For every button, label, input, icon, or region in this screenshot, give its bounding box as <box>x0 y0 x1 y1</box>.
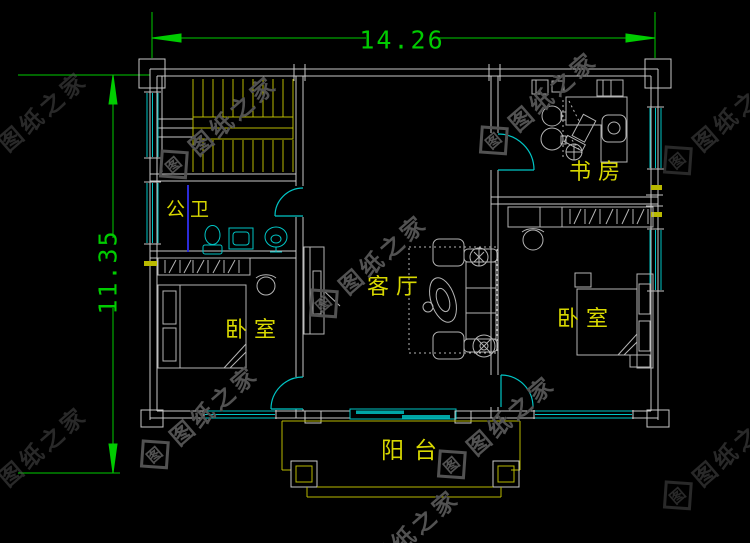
bedroom-left-furniture <box>157 257 277 369</box>
sofa-set <box>432 238 498 360</box>
outer-walls <box>138 58 672 428</box>
stair-treads-upper <box>192 79 294 117</box>
ball-chair-2 <box>540 127 567 151</box>
window-bottom-left <box>203 410 277 419</box>
tv-cabinet <box>303 246 341 335</box>
sofa-carpet <box>408 246 498 354</box>
label-bedroom-left: 卧室 <box>224 318 284 343</box>
coffee-table <box>422 277 457 323</box>
bedroom-right-furniture <box>507 206 654 369</box>
door-bathroom <box>274 187 304 217</box>
label-balcony: 阳台 <box>381 438 447 464</box>
bed-right <box>574 272 654 369</box>
windows <box>144 91 664 419</box>
study-shelf <box>531 79 624 97</box>
interior-walls <box>150 76 658 418</box>
label-bathroom: 公卫 <box>165 198 215 221</box>
ball-chair-1 <box>541 105 567 127</box>
plant <box>469 247 489 267</box>
stair-landing <box>192 116 294 140</box>
wardrobe-right <box>507 206 654 228</box>
window-bottom-right <box>533 410 634 419</box>
study-furniture <box>531 79 628 163</box>
label-living-room: 客厅 <box>366 275 426 300</box>
wardrobe-left <box>157 257 251 276</box>
chair-left-bedroom <box>255 274 277 296</box>
label-study: 书房 <box>568 160 628 185</box>
window-right-upper <box>647 106 664 170</box>
label-bedroom-right: 卧室 <box>556 307 616 332</box>
wash-basin <box>264 226 288 253</box>
bathroom-fixtures <box>187 185 288 255</box>
door-study <box>497 133 535 171</box>
chair-right-bedroom <box>521 228 545 251</box>
door-bedroom-right <box>500 374 534 408</box>
round-table <box>472 334 496 358</box>
balcony-column-left <box>290 460 318 488</box>
door-bedroom-left <box>270 376 304 410</box>
top-dimension <box>151 12 656 58</box>
window-left-upper <box>144 91 161 159</box>
balcony-structure <box>281 420 521 498</box>
toilet <box>202 225 223 255</box>
computer-monitor <box>563 113 597 152</box>
wall-ticks <box>144 185 662 266</box>
stair-treads-lower <box>192 140 294 172</box>
washer <box>228 227 254 250</box>
living-room-furniture <box>303 238 498 360</box>
bed-left <box>157 284 247 369</box>
balcony-column-right <box>492 460 520 488</box>
dimension-height-value: 11.35 <box>93 229 123 315</box>
doors <box>270 133 535 410</box>
window-right-lower <box>647 228 664 292</box>
dimension-width-value: 14.26 <box>359 25 445 55</box>
staircase <box>157 76 294 172</box>
sliding-door <box>304 408 472 424</box>
office-chair <box>601 114 627 143</box>
left-dimension <box>18 74 150 474</box>
study-desk <box>565 96 628 163</box>
window-left-lower <box>144 181 161 245</box>
ceiling-symbol <box>565 143 583 161</box>
